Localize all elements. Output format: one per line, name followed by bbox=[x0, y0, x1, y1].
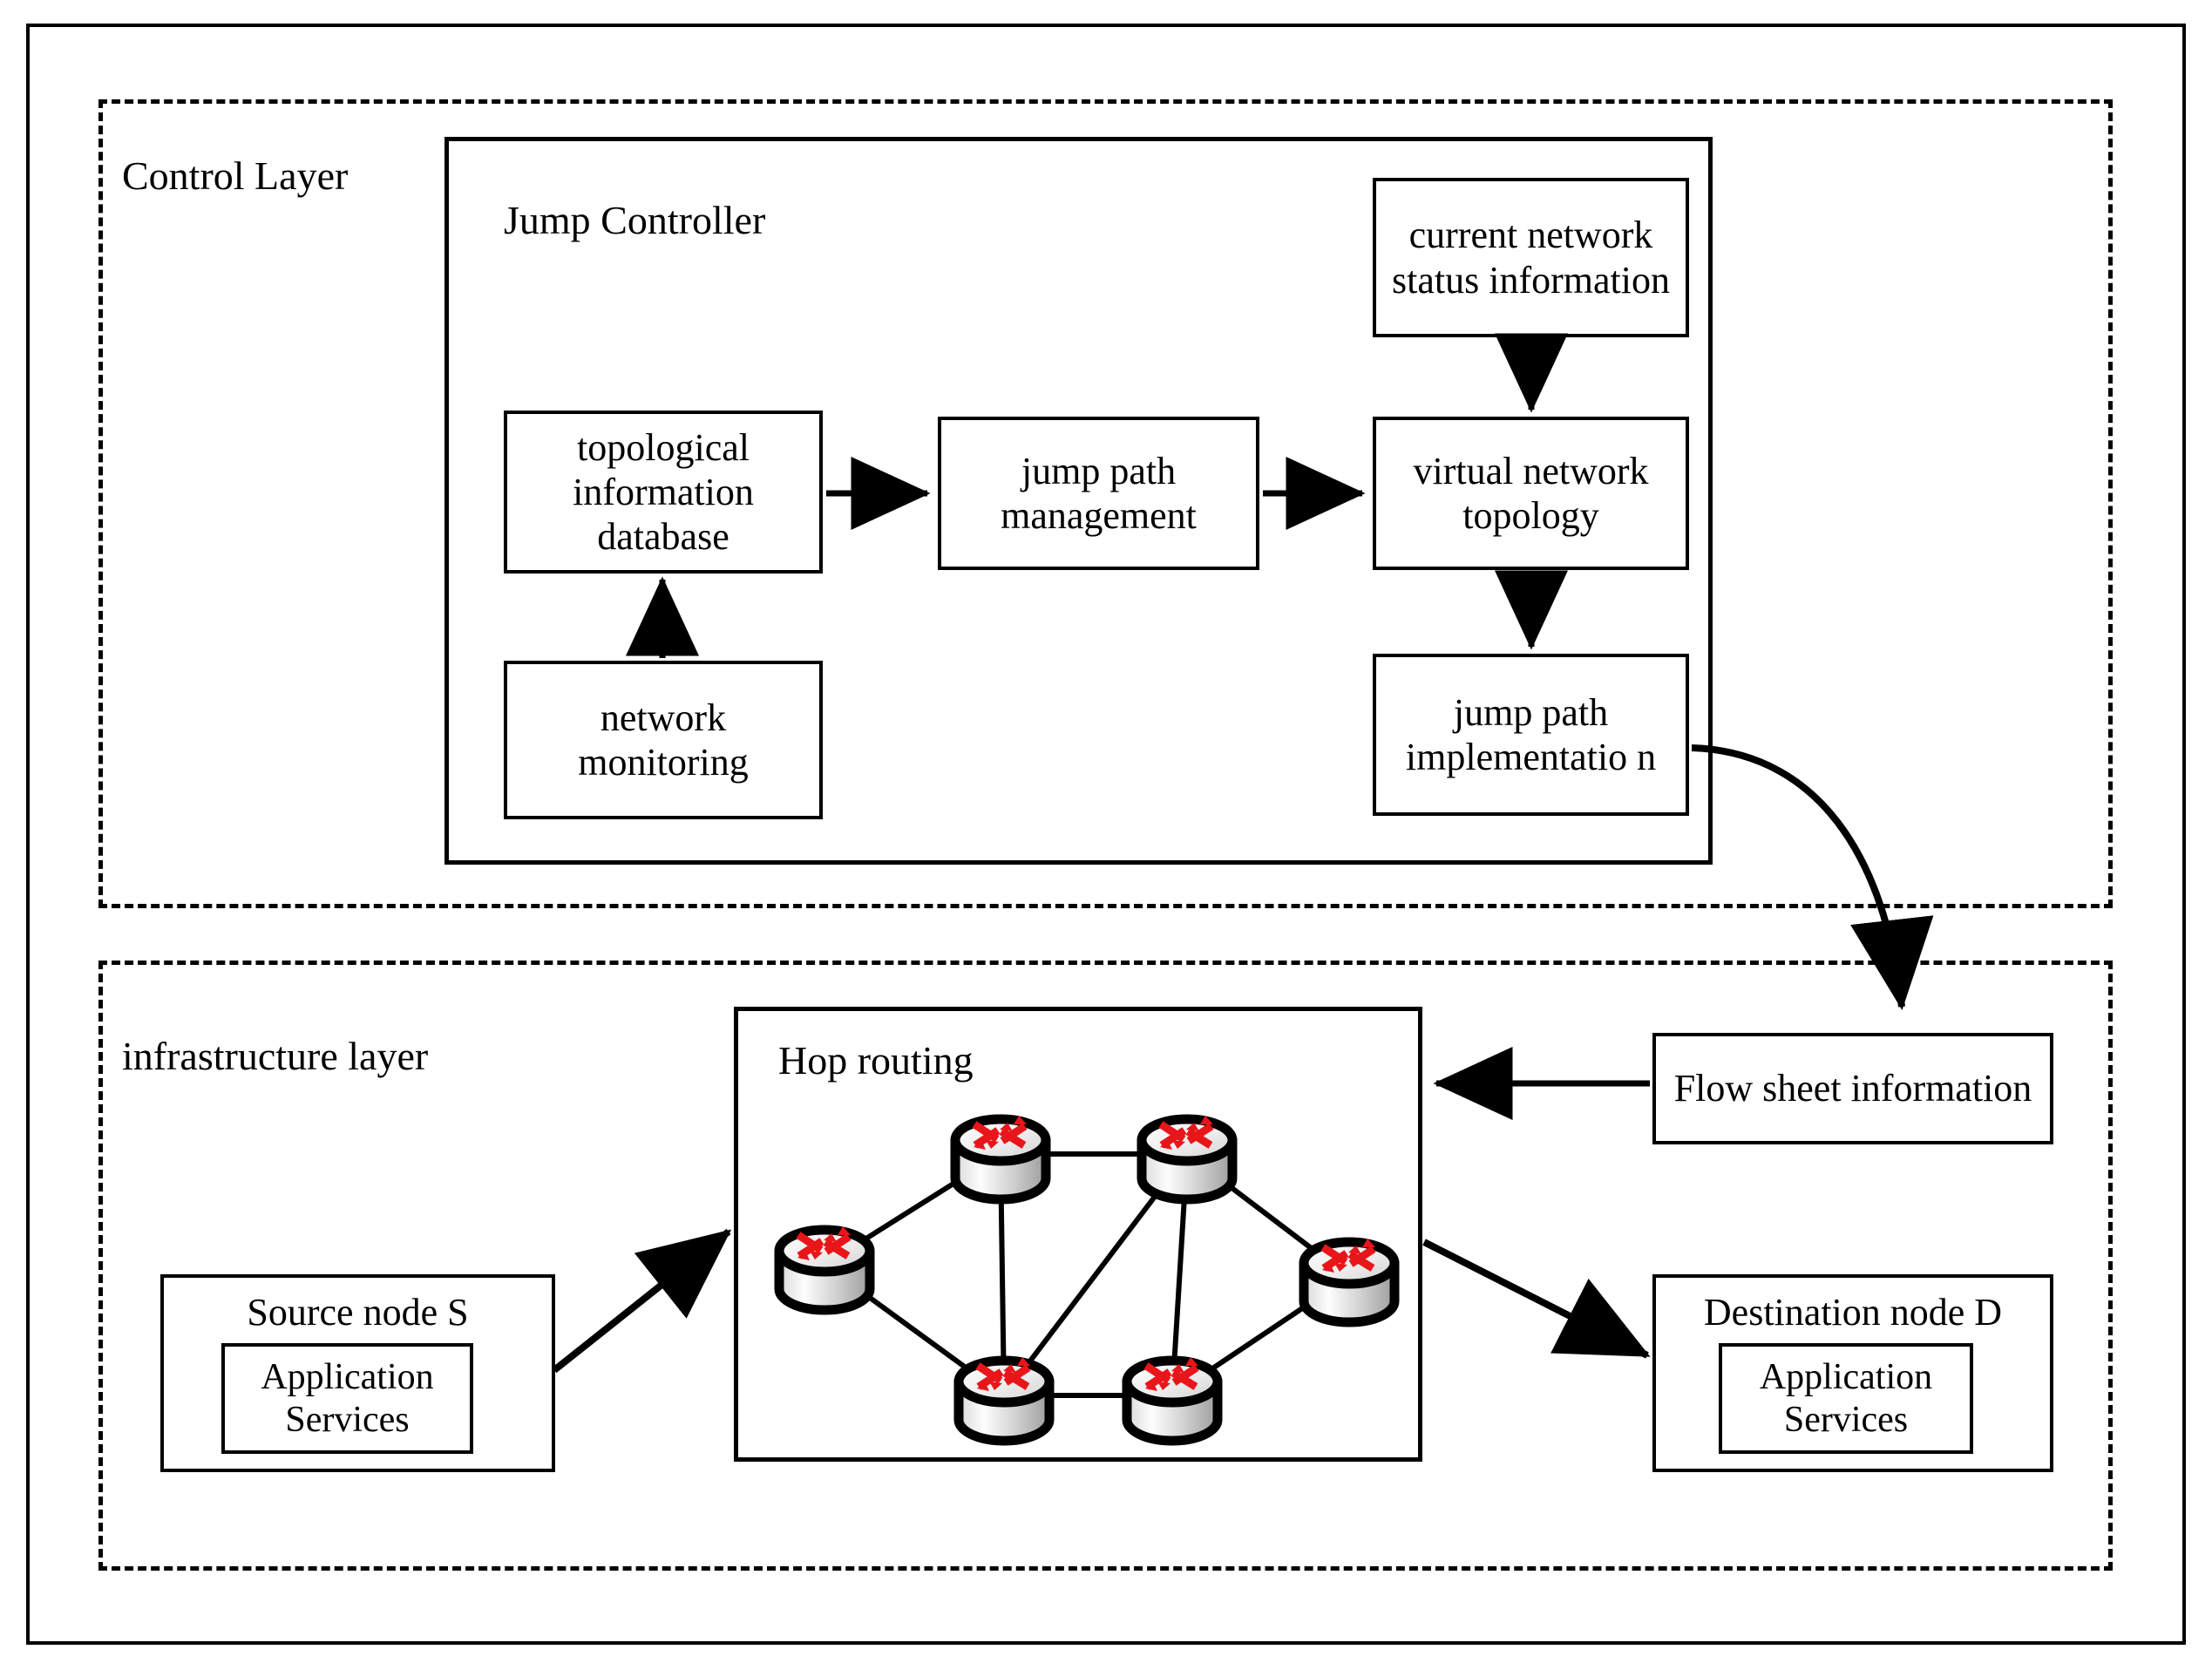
control-layer-container bbox=[98, 99, 2113, 908]
topological-information-database-label: topological information database bbox=[573, 425, 754, 559]
hop-routing-label: Hop routing bbox=[778, 1038, 974, 1083]
infrastructure-layer-label: infrastructure layer bbox=[122, 1034, 429, 1078]
topological-information-database-box[interactable]: topological information database bbox=[504, 411, 823, 574]
virtual-network-topology-label: virtual network topology bbox=[1413, 449, 1649, 537]
control-layer-label: Control Layer bbox=[122, 153, 349, 198]
destination-node-label: Destination node D bbox=[1703, 1291, 2003, 1334]
application-services-source-label: Application Services bbox=[261, 1356, 434, 1440]
flow-sheet-information-label: Flow sheet information bbox=[1673, 1067, 2032, 1110]
network-monitoring-box[interactable]: network monitoring bbox=[504, 661, 823, 819]
destination-node-box[interactable]: Destination node D Application Services bbox=[1652, 1274, 2053, 1472]
application-services-destination-box[interactable]: Application Services bbox=[1719, 1343, 1973, 1454]
hop-routing-container bbox=[734, 1007, 1422, 1462]
jump-path-implementation-label: jump path implementatio n bbox=[1405, 690, 1657, 778]
jump-path-management-box[interactable]: jump path management bbox=[938, 417, 1259, 570]
infrastructure-layer-container bbox=[98, 961, 2113, 1571]
current-network-status-information-label: current network status information bbox=[1392, 214, 1670, 302]
current-network-status-information-box[interactable]: current network status information bbox=[1373, 178, 1689, 337]
network-monitoring-label: network monitoring bbox=[578, 696, 749, 784]
jump-path-management-label: jump path management bbox=[1001, 449, 1197, 537]
jump-controller-label: Jump Controller bbox=[504, 198, 766, 242]
jump-controller-container bbox=[444, 137, 1713, 865]
flow-sheet-information-box[interactable]: Flow sheet information bbox=[1652, 1033, 2053, 1144]
jump-path-implementation-box[interactable]: jump path implementatio n bbox=[1373, 654, 1689, 816]
source-node-label: Source node S bbox=[247, 1291, 469, 1334]
application-services-destination-label: Application Services bbox=[1759, 1356, 1933, 1440]
virtual-network-topology-box[interactable]: virtual network topology bbox=[1373, 417, 1689, 570]
source-node-box[interactable]: Source node S Application Services bbox=[160, 1274, 555, 1472]
application-services-source-box[interactable]: Application Services bbox=[221, 1343, 473, 1454]
